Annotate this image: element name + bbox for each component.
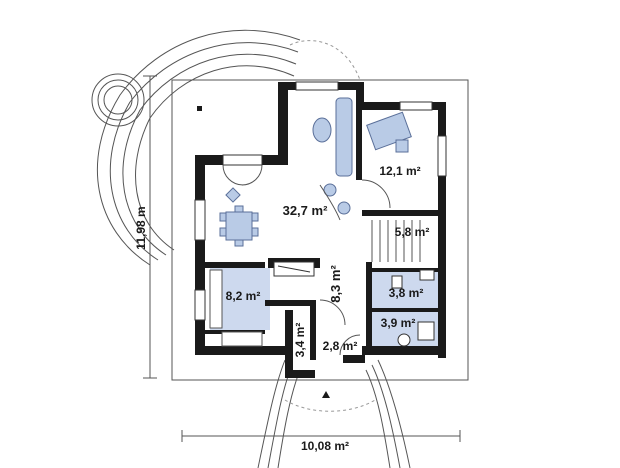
label-living: 32,7 m² <box>283 203 328 218</box>
dimension-lines <box>143 75 461 442</box>
dining-table <box>225 211 253 241</box>
armchair <box>312 117 332 143</box>
entrance-arrow <box>322 391 330 398</box>
label-entry: 2,8 m² <box>323 339 358 353</box>
stairs <box>371 220 421 262</box>
label-bath-lower: 3,9 m² <box>381 316 416 330</box>
dimension-height: 11,98 m <box>134 206 148 249</box>
exterior-walls <box>195 82 446 378</box>
label-stairs: 5,8 m² <box>395 225 430 239</box>
curved-terrace <box>91 29 361 266</box>
label-bath-upper: 3,8 m² <box>389 286 424 300</box>
furniture <box>209 97 435 347</box>
entrance-steps <box>257 359 411 468</box>
label-office: 12,1 m² <box>379 164 420 178</box>
terrace-outline <box>171 79 469 381</box>
label-kitchen: 8,2 m² <box>226 289 261 303</box>
windows <box>194 81 447 321</box>
label-storage: 3,4 m² <box>293 323 307 358</box>
label-hall: 8,3 m² <box>328 265 343 303</box>
marker-square <box>197 106 202 111</box>
dimension-width: 10,08 m² <box>301 439 349 453</box>
sofa <box>335 97 353 177</box>
door-swings <box>222 164 391 356</box>
